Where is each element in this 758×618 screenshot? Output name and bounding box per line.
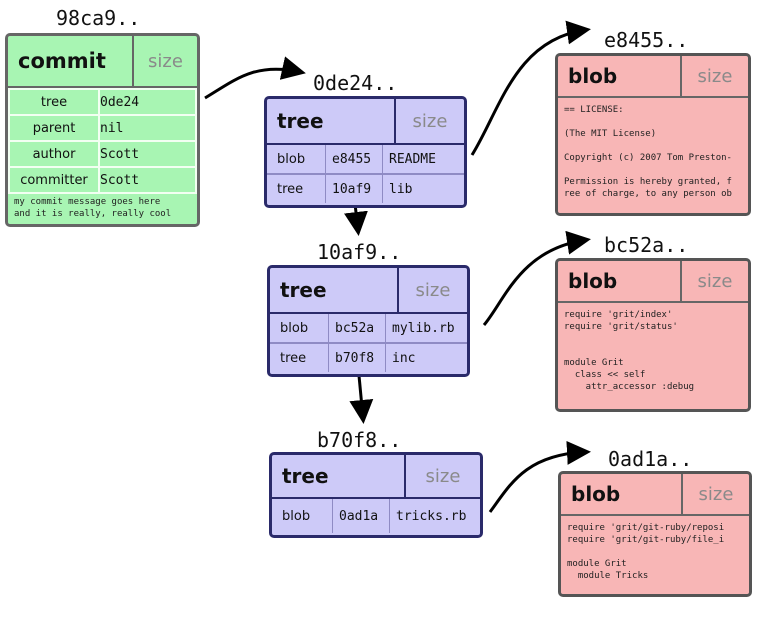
blob-object: blob size require 'grit/index' require '… xyxy=(555,258,751,412)
commit-type-label: commit xyxy=(18,49,106,73)
blob-object: blob size require 'grit/git-ruby/reposi … xyxy=(558,471,752,597)
tree-size-label: size xyxy=(397,268,467,312)
entry-sha: bc52a xyxy=(328,314,386,343)
tree-type-label: tree xyxy=(282,464,329,488)
tree-size-label: size xyxy=(394,99,464,143)
entry-name: README xyxy=(382,145,464,174)
entry-sha: 10af9 xyxy=(325,173,383,203)
commit-message-line: my commit message goes here xyxy=(14,197,161,207)
blob-content: == LICENSE: (The MIT License) Copyright … xyxy=(564,105,732,199)
commit-size-label: size xyxy=(132,36,197,86)
blob-header: blob size xyxy=(558,56,748,98)
field-key: committer xyxy=(8,166,100,194)
field-value: Scott xyxy=(98,140,197,168)
entry-sha: 0ad1a xyxy=(332,499,390,533)
blob-hash-label: e8455.. xyxy=(604,28,689,52)
entry-kind: tree xyxy=(270,342,329,372)
entry-name: lib xyxy=(382,173,464,203)
arrow-commit-to-tree xyxy=(204,56,306,100)
tree-size-label: size xyxy=(404,455,480,497)
blob-size-label: size xyxy=(680,56,748,96)
blob-type-label: blob xyxy=(568,64,618,88)
tree-header: tree size xyxy=(272,455,480,499)
field-key: parent xyxy=(8,114,100,142)
arrow-tree-to-blob-e8455 xyxy=(470,20,591,156)
tree-hash-label: 0de24.. xyxy=(313,71,398,95)
blob-content: require 'grit/git-ruby/reposi require 'g… xyxy=(567,523,725,581)
blob-header: blob size xyxy=(561,474,749,516)
entry-kind: blob xyxy=(280,320,309,336)
tree-header: tree size xyxy=(270,268,467,314)
blob-size-label: size xyxy=(681,474,749,514)
field-value: Scott xyxy=(98,166,197,194)
commit-header: commit size xyxy=(8,36,197,88)
entry-sha: b70f8 xyxy=(328,342,386,372)
tree-type-label: tree xyxy=(280,278,327,302)
entry-name: tricks.rb xyxy=(389,499,480,533)
arrow-tree-to-blob-bc52a xyxy=(482,230,591,326)
field-key: author xyxy=(8,140,100,168)
entry-sha: e8455 xyxy=(325,145,383,174)
tree-hash-label: b70f8.. xyxy=(317,428,402,452)
commit-message-line: and it is really, really cool xyxy=(14,209,172,219)
blob-hash-label: 0ad1a.. xyxy=(608,447,693,471)
tree-type-label: tree xyxy=(277,109,324,133)
tree-hash-label: 10af9.. xyxy=(317,240,402,264)
entry-name: mylib.rb xyxy=(385,314,467,343)
blob-type-label: blob xyxy=(571,482,621,506)
entry-kind: blob xyxy=(277,151,306,167)
blob-content: require 'grit/index' require 'grit/statu… xyxy=(564,310,695,392)
arrow-tree-to-blob-0ad1a xyxy=(488,440,591,513)
field-value: 0de24 xyxy=(98,88,197,116)
entry-name: inc xyxy=(385,342,467,372)
field-value: nil xyxy=(98,114,197,142)
blob-size-label: size xyxy=(680,261,748,301)
blob-header: blob size xyxy=(558,261,748,303)
field-key: tree xyxy=(8,88,100,116)
blob-type-label: blob xyxy=(568,269,618,293)
commit-message: my commit message goes here and it is re… xyxy=(8,194,197,222)
tree-header: tree size xyxy=(267,99,464,145)
blob-object: blob size == LICENSE: (The MIT License) … xyxy=(555,53,751,216)
entry-kind: blob xyxy=(282,508,311,524)
commit-hash-label: 98ca9.. xyxy=(56,6,141,30)
entry-kind: tree xyxy=(267,173,326,203)
blob-hash-label: bc52a.. xyxy=(604,233,689,257)
